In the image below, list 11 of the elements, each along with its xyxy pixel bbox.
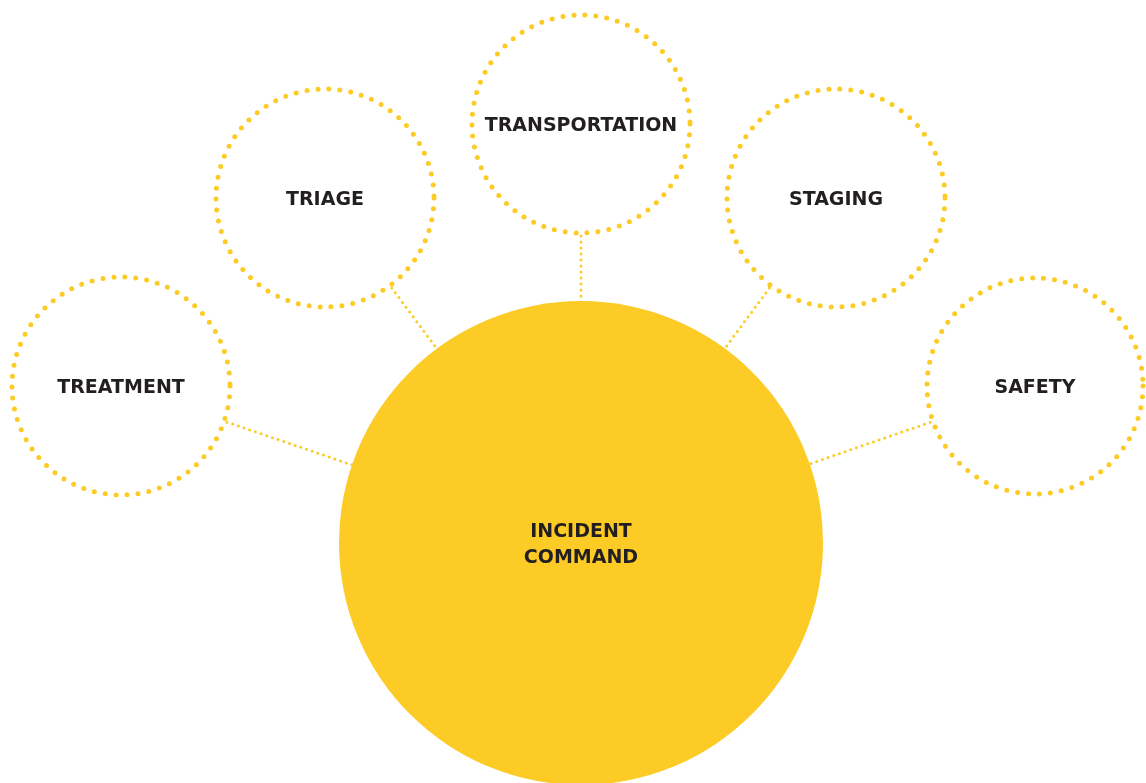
dotted-circle [924, 275, 1146, 497]
node-label: TRIAGE [286, 186, 364, 211]
node-label: TRANSPORTATION [484, 112, 678, 137]
dotted-circle [9, 274, 233, 498]
dotted-circle [469, 12, 693, 236]
node-label: STAGING [788, 186, 883, 211]
node-label: INCIDENT COMMAND [522, 518, 640, 569]
dotted-circle [213, 86, 437, 310]
node-label: SAFETY [994, 374, 1076, 399]
dotted-circle [724, 86, 948, 310]
node-label: TREATMENT [57, 374, 185, 399]
